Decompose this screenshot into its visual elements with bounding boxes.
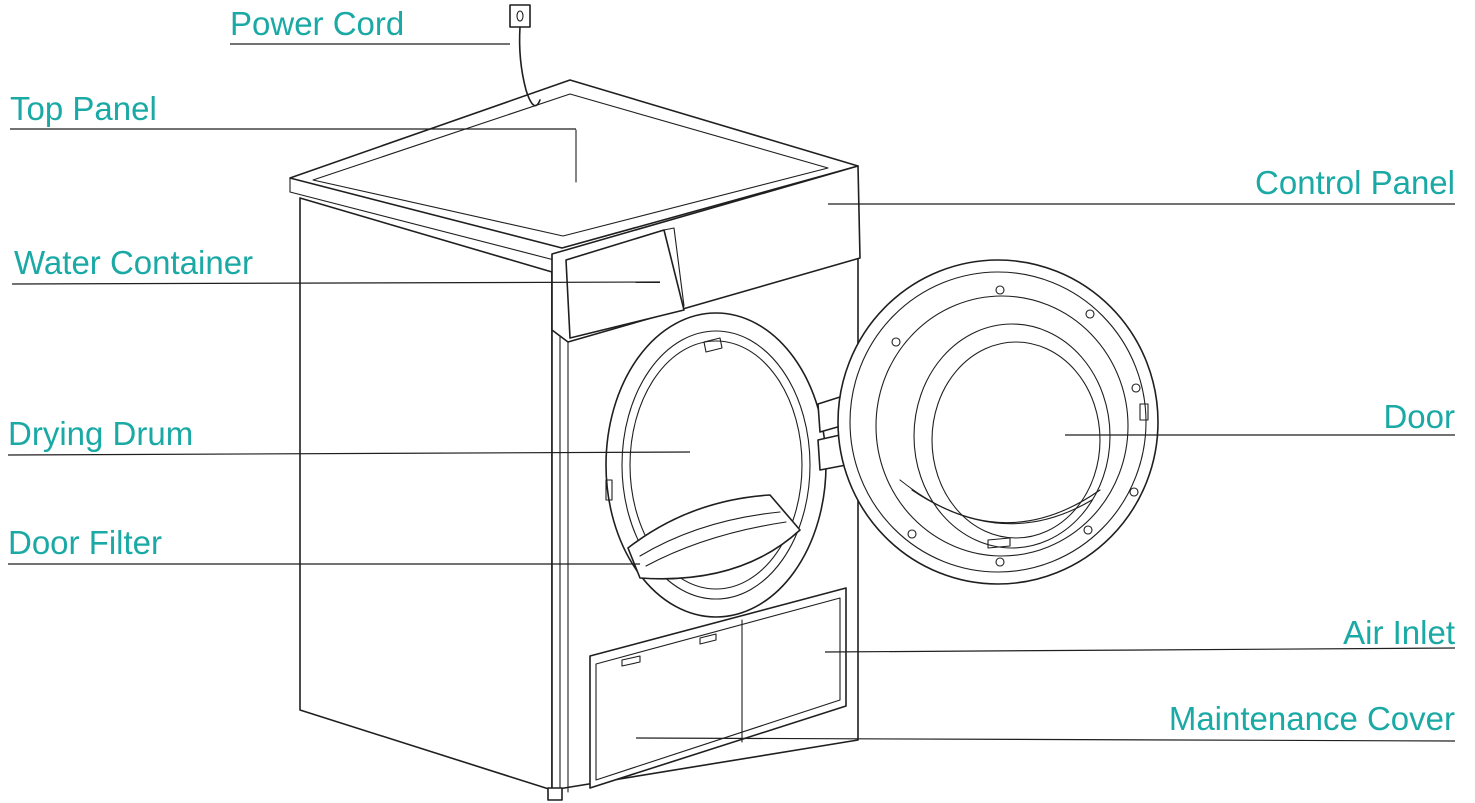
label-control-panel: Control Panel xyxy=(1255,164,1455,201)
leader-lines xyxy=(7,43,1456,742)
dryer-illustration xyxy=(289,4,1159,801)
side-panel xyxy=(299,197,553,791)
label-power-cord: Power Cord xyxy=(230,5,405,42)
power-cord xyxy=(518,26,541,107)
label-door: Door xyxy=(1383,398,1455,435)
water-container-drawer xyxy=(565,229,685,339)
label-top-panel: Top Panel xyxy=(10,90,157,127)
leader-air-inlet xyxy=(824,647,1456,653)
label-air-inlet: Air Inlet xyxy=(1343,614,1455,651)
leader-water-container xyxy=(11,281,661,285)
power-socket xyxy=(509,4,531,28)
leader-drying-drum xyxy=(7,451,691,456)
label-drying-drum: Drying Drum xyxy=(8,415,194,452)
label-door-filter: Door Filter xyxy=(8,524,163,561)
door-filter xyxy=(627,494,801,580)
label-maintenance-cover: Maintenance Cover xyxy=(1168,700,1455,737)
label-water-container: Water Container xyxy=(14,244,254,281)
leader-maintenance-cover xyxy=(635,737,1456,742)
